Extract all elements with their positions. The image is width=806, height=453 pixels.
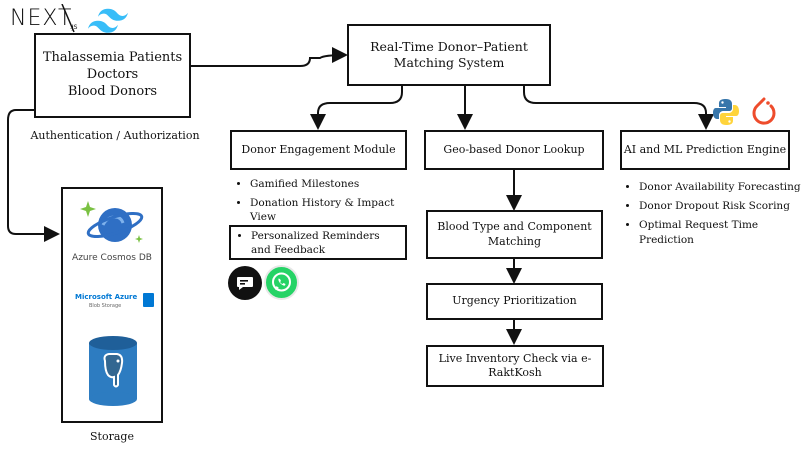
tailwind-icon (88, 8, 128, 33)
whatsapp-icon (264, 265, 299, 300)
component-matching-box: Blood Type and Component Matching (426, 210, 603, 259)
engagement-item: Personalized Reminders and Feedback (251, 229, 401, 257)
urgency-box: Urgency Prioritization (426, 283, 603, 320)
nextjs-logo-text: NEXT (10, 6, 73, 31)
ai-engine-title: AI and ML Prediction Engine (623, 142, 787, 156)
auth-label: Authentication / Authorization (30, 129, 200, 142)
arrow-matching-to-engagement (310, 86, 403, 130)
engagement-item: Donation History & Impact View (250, 196, 410, 224)
users-line-doctors: Doctors (86, 67, 139, 83)
ai-item: Donor Dropout Risk Scoring (639, 199, 806, 213)
blob-file-icon (143, 293, 154, 307)
postgres-icon (89, 336, 137, 406)
matching-line-2: Matching System (393, 55, 505, 70)
nextjs-logo-suffix: .JS (70, 24, 78, 31)
users-box: Thalassemia Patients Doctors Blood Donor… (34, 33, 191, 118)
inventory-box: Live Inventory Check via e-RaktKosh (426, 345, 604, 387)
storage-label: Storage (90, 430, 134, 443)
reminders-box: Personalized Reminders and Feedback (229, 225, 407, 260)
urgency-label: Urgency Prioritization (452, 294, 577, 308)
geo-lookup-title: Geo-based Donor Lookup (443, 142, 585, 156)
nextjs-logo: NEXT .JS (10, 4, 78, 34)
engagement-item-list: Gamified Milestones Donation History & I… (236, 177, 410, 230)
azure-title: Microsoft Azure (75, 293, 138, 301)
matching-system-box: Real-Time Donor–Patient Matching System (347, 24, 551, 86)
ai-item: Optimal Request Time Prediction (639, 218, 806, 246)
reminders-list: Personalized Reminders and Feedback (237, 229, 401, 257)
ai-item-list: Donor Availability Forecasting Donor Dro… (625, 180, 806, 252)
users-line-donors: Blood Donors (67, 83, 158, 99)
nextjs-slash-icon (61, 4, 75, 33)
chat-icon (228, 266, 262, 300)
component-matching-label: Blood Type and Component Matching (437, 220, 592, 248)
inventory-label: Live Inventory Check via e-RaktKosh (438, 351, 592, 379)
users-line-patients: Thalassemia Patients (42, 50, 183, 66)
cosmos-db-icon (80, 201, 144, 243)
ai-engine-box: AI and ML Prediction Engine (620, 130, 790, 170)
ai-item: Donor Availability Forecasting (639, 180, 806, 194)
arrow-matching-to-ai (523, 86, 714, 130)
python-icon (713, 99, 739, 125)
cosmos-db-label: Azure Cosmos DB (72, 253, 152, 263)
arrow-users-to-matching (190, 47, 348, 67)
pytorch-icon (752, 97, 776, 125)
geo-lookup-box: Geo-based Donor Lookup (424, 130, 604, 170)
engagement-module-box: Donor Engagement Module (230, 130, 407, 170)
arrow-users-to-storage (7, 109, 60, 242)
azure-subtitle: Blob Storage (89, 303, 122, 309)
storage-box: Azure Cosmos DB Microsoft Azure Blob Sto… (61, 187, 163, 423)
engagement-module-title: Donor Engagement Module (241, 142, 396, 156)
azure-blob-icon: Microsoft Azure Blob Storage (75, 293, 159, 313)
matching-line-1: Real-Time Donor–Patient (370, 38, 528, 54)
engagement-item: Gamified Milestones (250, 177, 410, 191)
